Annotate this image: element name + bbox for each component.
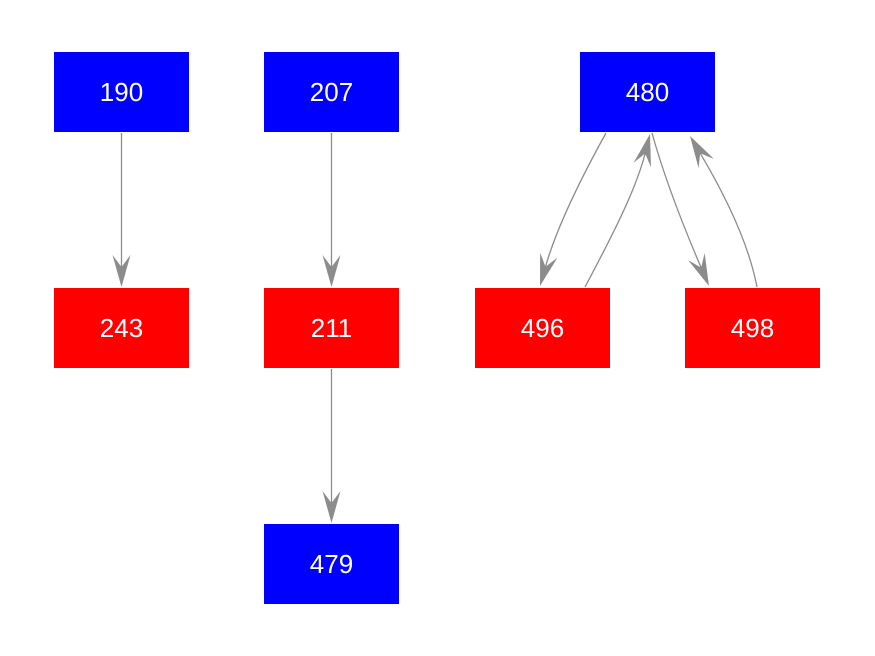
node-498: 498: [685, 288, 820, 368]
node-box: [580, 52, 715, 132]
node-box: [264, 52, 399, 132]
node-box: [264, 288, 399, 368]
node-box: [685, 288, 820, 368]
edge-line: [584, 153, 646, 288]
arrowhead-icon: [688, 253, 709, 286]
edge-498-to-480: [690, 136, 758, 288]
edge-207-to-211: [322, 133, 341, 287]
node-480: 480: [580, 52, 715, 132]
node-211: 211: [264, 288, 399, 368]
edge-496-to-480: [584, 134, 651, 288]
node-box: [54, 52, 189, 132]
node-479: 479: [264, 524, 399, 604]
node-box: [475, 288, 610, 368]
edge-line: [651, 132, 702, 268]
edge-480-to-496: [540, 132, 607, 286]
arrowhead-icon: [322, 491, 341, 523]
arrowhead-icon: [540, 252, 558, 286]
node-190: 190: [54, 52, 189, 132]
node-label: 190: [100, 77, 143, 107]
node-243: 243: [54, 288, 189, 368]
edge-190-to-243: [112, 133, 131, 287]
edges-layer: [112, 132, 758, 523]
node-496: 496: [475, 288, 610, 368]
node-207: 207: [264, 52, 399, 132]
arrowhead-icon: [633, 134, 651, 168]
nodes-layer: 190 243 207 211 479 480 496 498: [54, 52, 820, 604]
arrowhead-icon: [690, 136, 715, 169]
edge-211-to-479: [322, 369, 341, 523]
node-label: 480: [626, 77, 669, 107]
arrowhead-icon: [322, 255, 341, 287]
node-box: [54, 288, 189, 368]
node-label: 496: [521, 313, 564, 343]
edge-line: [699, 152, 758, 288]
node-label: 498: [731, 313, 774, 343]
node-label: 211: [311, 313, 352, 343]
node-box: [264, 524, 399, 604]
arrowhead-icon: [112, 255, 131, 287]
node-label: 479: [310, 549, 353, 579]
node-label: 243: [100, 313, 143, 343]
node-label: 207: [310, 77, 353, 107]
edge-line: [544, 132, 607, 267]
edge-480-to-498: [651, 132, 709, 286]
